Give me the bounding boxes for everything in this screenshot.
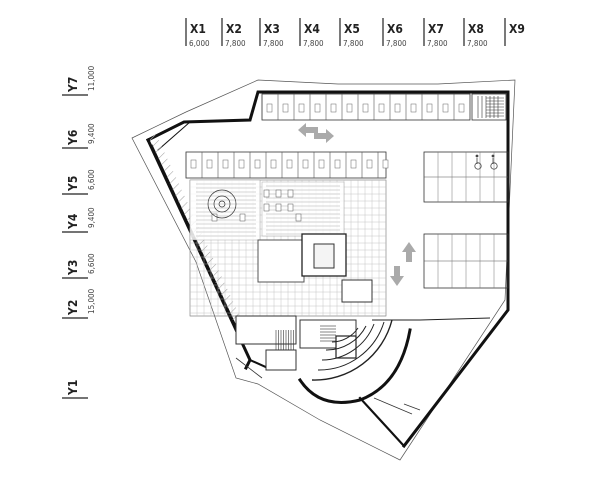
car-stall-icon [286, 159, 293, 169]
x-grid-dimension: 7,800 [303, 39, 324, 48]
car-stall-icon [330, 103, 337, 113]
car-stall-icon [442, 103, 449, 113]
x-grid-label: X9 [509, 22, 525, 36]
car-stall-icon [287, 203, 294, 212]
x-grid-label: X6 [387, 22, 403, 36]
x-grid-label: X7 [428, 22, 444, 36]
x-grid-dimension: 6,000 [189, 39, 210, 48]
car-stall-icon [346, 103, 353, 113]
car-stall-icon [334, 159, 341, 169]
car-stall-icon [314, 103, 321, 113]
car-stall-icon [318, 159, 325, 169]
car-stall-icon [394, 103, 401, 113]
car-stall-icon [295, 213, 302, 222]
core-rooms [235, 233, 373, 371]
y-grid-label: Y1 [66, 380, 80, 396]
x-grid-label: X4 [304, 22, 320, 36]
wheelchair-icon [474, 154, 482, 170]
y-grid-label: Y3 [66, 260, 80, 276]
wheelchair-icon [490, 154, 498, 170]
x-grid-dimension: 7,800 [467, 39, 488, 48]
x-grid-dimension: 7,800 [386, 39, 407, 48]
direction-arrow-icon [298, 123, 416, 286]
east-parking-blocks [423, 151, 509, 289]
x-grid-label: X3 [264, 22, 280, 36]
y-grid-label: Y5 [66, 176, 80, 192]
car-stall-icon [263, 203, 270, 212]
car-stall-icon [350, 159, 357, 169]
car-stall-icon [254, 159, 261, 169]
car-stall-icon [270, 159, 277, 169]
x-grid-label: X5 [344, 22, 360, 36]
car-stall-icon [211, 213, 218, 222]
car-stall-icon [382, 159, 389, 169]
middle-parking-row [185, 151, 389, 179]
x-grid-label: X2 [226, 22, 242, 36]
x-grid-label: X8 [468, 22, 484, 36]
y-grid-label: Y7 [66, 77, 80, 93]
y-grid-label: Y4 [66, 213, 80, 230]
car-stall-icon [282, 103, 289, 113]
car-stall-icon [222, 159, 229, 169]
car-stall-icon [287, 189, 294, 198]
north-parking-row [261, 93, 507, 121]
car-stall-icon [302, 159, 309, 169]
car-stall-icon [426, 103, 433, 113]
x-grid-label: X1 [190, 22, 206, 36]
site-boundary [131, 79, 516, 461]
car-stall-icon [362, 103, 369, 113]
y-grid-dimension: 9,400 [87, 123, 96, 144]
y-grid-dimension: 6,600 [87, 169, 96, 190]
entrance-arcs [311, 317, 491, 381]
car-stall-icon [298, 103, 305, 113]
tree-symbol [207, 189, 237, 219]
car-stall-icon [410, 103, 417, 113]
y-grid-dimension: 6,600 [87, 253, 96, 274]
x-grid-dimension: 7,800 [263, 39, 284, 48]
car-stall-icon [366, 159, 373, 169]
car-stall-icon [458, 103, 465, 113]
y-grid-label: Y2 [66, 300, 80, 316]
car-stall-icon [378, 103, 385, 113]
building-walls [145, 90, 510, 449]
car-stall-icon [275, 203, 282, 212]
car-stall-icon [275, 189, 282, 198]
car-stall-icon [190, 159, 197, 169]
car-stall-icon [239, 213, 246, 222]
car-stall-icon [206, 159, 213, 169]
driveway-lines [235, 357, 421, 415]
stairs [275, 97, 504, 350]
car-stall-icon [266, 103, 273, 113]
x-grid-labels: X1 6,000 X2 7,800 X3 7,800 X4 7,800 X5 7,800 X6 7,8… [185, 18, 525, 48]
y-grid-dimension: 15,000 [87, 288, 96, 314]
car-stall-icon [238, 159, 245, 169]
y-grid-label: Y6 [66, 130, 80, 146]
x-grid-dimension: 7,800 [343, 39, 364, 48]
car-stall-icon [263, 189, 270, 198]
x-grid-dimension: 7,800 [427, 39, 448, 48]
y-grid-dimension: 11,000 [87, 65, 96, 91]
y-grid-dimension: 9,400 [87, 207, 96, 228]
x-grid-dimension: 7,800 [225, 39, 246, 48]
